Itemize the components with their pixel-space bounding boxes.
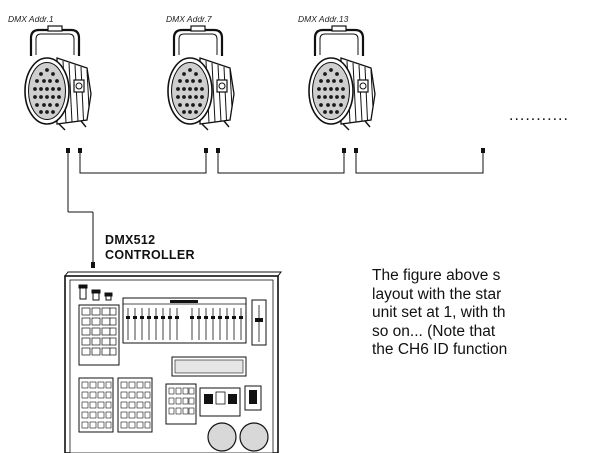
description-line-2: layout with the star xyxy=(372,285,502,303)
more-fixtures-ellipsis: ........... xyxy=(509,107,569,124)
fixture-3-address-label: DMX Addr.13 xyxy=(298,14,349,24)
dmx-connectors xyxy=(66,148,485,268)
controller-label-line1: DMX512 xyxy=(105,233,155,247)
dmx-cabling xyxy=(67,151,484,265)
fixture-3-par-light-icon xyxy=(307,24,377,132)
fixture-2-par-light-icon xyxy=(166,24,236,132)
controller-label-line2: CONTROLLER xyxy=(105,248,195,262)
dmx-controller-icon xyxy=(64,271,282,453)
fixture-2-address-label: DMX Addr.7 xyxy=(166,14,212,24)
description-line-4: so on... (Note that xyxy=(372,322,496,340)
description-line-3: unit set at 1, with th xyxy=(372,304,506,321)
description-text: The figure above s layout with the star … xyxy=(372,267,601,360)
description-line-5: the CH6 ID function xyxy=(372,341,508,358)
fixture-1-address-label: DMX Addr.1 xyxy=(8,14,54,24)
fixture-1-par-light-icon xyxy=(23,24,93,132)
description-line-1: The figure above s xyxy=(372,267,501,284)
